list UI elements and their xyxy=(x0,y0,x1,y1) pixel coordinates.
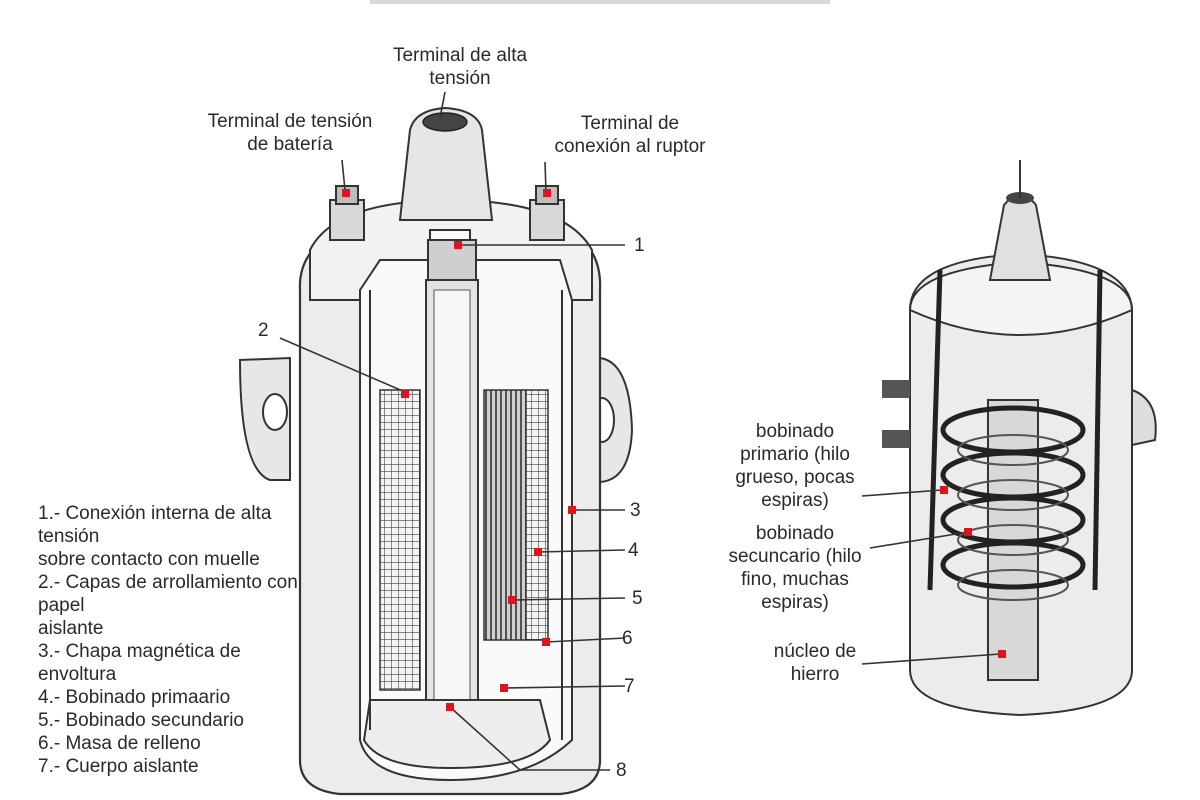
secondary-coil-loops xyxy=(957,434,1069,601)
breaker-terminal-post xyxy=(529,185,565,241)
legend-item-7: 7.- Cuerpo aislante xyxy=(38,756,199,777)
callout-7: 7 xyxy=(624,676,635,697)
primary-winding-section xyxy=(525,389,549,641)
parts-legend: 1.- Conexión interna de alta tensión sob… xyxy=(38,502,298,778)
right-marker-dots xyxy=(940,486,1006,658)
callout-1: 1 xyxy=(634,235,645,256)
insulating-base xyxy=(362,699,552,770)
callout-8: 8 xyxy=(616,760,627,781)
spring-contact xyxy=(427,239,477,281)
label-battery-terminal: Terminal de tensión de batería xyxy=(207,111,373,155)
coil-top-right xyxy=(908,260,1134,336)
mount-tabs-right xyxy=(882,380,1157,448)
label-iron-core: núcleo de hierro xyxy=(773,641,857,685)
callout-5: 5 xyxy=(632,588,643,609)
cropped-title-strip xyxy=(370,0,830,4)
label-primary-winding: bobinado primario (hilo grueso, pocas es… xyxy=(735,421,855,511)
legend-item-1: 1.- Conexión interna de alta tensión sob… xyxy=(38,503,272,570)
label-high-voltage-terminal: Terminal de alta tensión xyxy=(392,45,528,89)
callout-3: 3 xyxy=(630,500,641,521)
legend-item-4: 4.- Bobinado primaario xyxy=(38,687,231,708)
legend-item-3: 3.- Chapa magnética de envoltura xyxy=(38,641,241,685)
battery-terminal-post xyxy=(329,185,365,241)
callout-2: 2 xyxy=(258,320,269,341)
coil-winding-illustration xyxy=(882,160,1157,717)
callout-4: 4 xyxy=(628,540,639,561)
high-voltage-tower xyxy=(398,106,494,221)
coil-cutaway-illustration xyxy=(238,106,634,796)
paper-layers-left xyxy=(379,389,421,691)
primary-coil-loops xyxy=(927,269,1103,591)
legend-item-5: 5.- Bobinado secundario xyxy=(38,710,244,731)
label-secondary-winding: bobinado secuncario (hilo fino, muchas e… xyxy=(728,523,862,613)
callout-6: 6 xyxy=(622,628,633,649)
left-marker-dots xyxy=(342,189,576,711)
secondary-winding-section xyxy=(483,389,527,641)
legend-item-2: 2.- Capas de arrollamiento con papel ais… xyxy=(38,572,298,639)
label-breaker-terminal: Terminal de conexión al ruptor xyxy=(554,113,706,157)
legend-item-6: 6.- Masa de relleno xyxy=(38,733,201,754)
